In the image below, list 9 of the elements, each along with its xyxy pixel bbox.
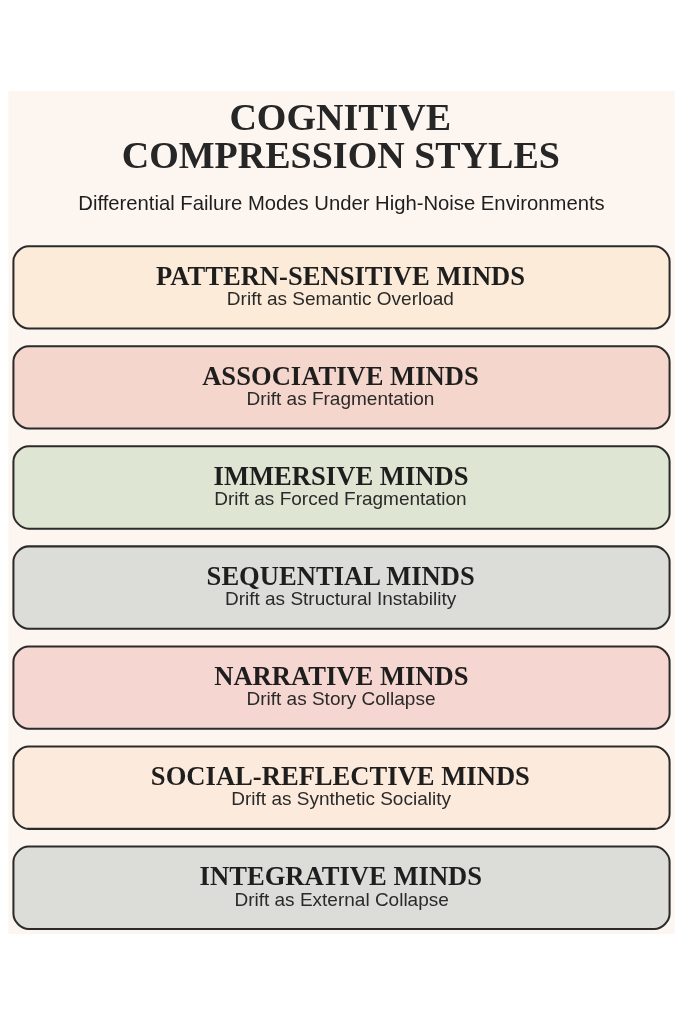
node-box: SOCIAL-REFLECTIVE MINDS Drift as Synthetic Sociality xyxy=(12,745,671,830)
node-box: NARRATIVE MINDS Drift as Story Collapse xyxy=(12,644,671,730)
label: Differential Failure Modes Under High-Noise Environments xyxy=(78,191,605,214)
node-box: INTEGRATIVE MINDS Drift as External Collapse xyxy=(12,845,671,930)
node-box: PATTERN-SENSITIVE MINDS Drift as Semantic Overload xyxy=(12,244,671,330)
diagram-title: COGNITIVE COMPRESSION STYLES xyxy=(121,95,560,176)
node-box: ASSOCIATIVE MINDS Drift as Fragmentation xyxy=(12,344,671,430)
node-box: IMMERSIVE MINDS Drift as Forced Fragmentation xyxy=(12,444,671,530)
node-box: SEQUENTIAL MINDS Drift as Structural Instability xyxy=(12,544,671,630)
